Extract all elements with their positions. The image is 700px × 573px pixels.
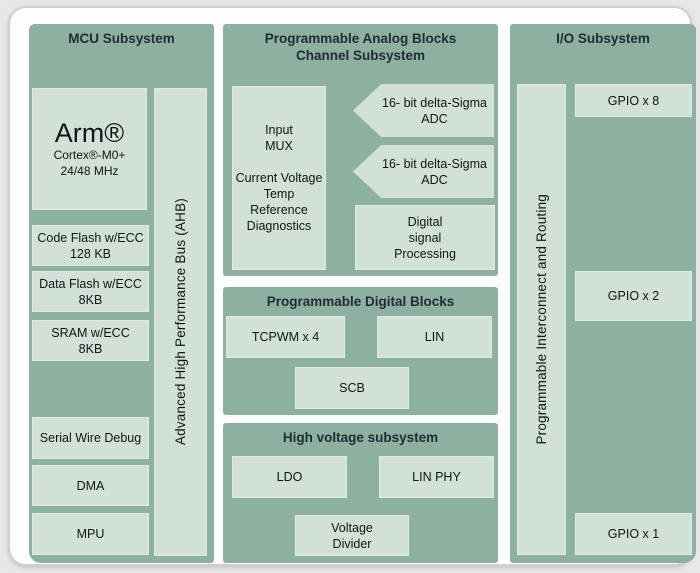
digital-signal-processing-block: Digital signal Processing <box>355 205 495 270</box>
mcu-subsystem-title: MCU Subsystem <box>68 31 175 46</box>
io-subsystem-title: I/O Subsystem <box>556 31 650 46</box>
delta-sigma-adc-arrow-1: 16- bit delta-Sigma ADC <box>353 84 494 137</box>
gpio-x2-block: GPIO x 2 <box>575 271 692 321</box>
scb-block: SCB <box>295 367 409 409</box>
interconnect-routing-bar: Programmable Interconnect and Routing <box>517 84 566 555</box>
gpio-x8-block: GPIO x 8 <box>575 84 692 117</box>
sram-block: SRAM w/ECC 8KB <box>32 320 149 361</box>
diagram-card: MCU Subsystem Arm® Cortex®-M0+ 24/48 MHz… <box>8 6 696 566</box>
input-mux-block: Input MUX Current Voltage Temp Reference… <box>232 86 326 270</box>
ahb-bus-bar: Advanced High Performance Bus (AHB) <box>154 88 207 556</box>
interconnect-routing-label: Programmable Interconnect and Routing <box>534 194 549 445</box>
arm-core-block: Arm® Cortex®-M0+ 24/48 MHz <box>32 88 147 210</box>
analog-channel-subsystem-title: Programmable Analog Blocks Channel Subsy… <box>264 31 457 63</box>
tcpwm-block: TCPWM x 4 <box>226 316 345 358</box>
arm-core-type: Cortex®-M0+ <box>53 148 126 163</box>
ldo-block: LDO <box>232 456 347 498</box>
voltage-divider-block: Voltage Divider <box>295 515 409 556</box>
delta-sigma-adc-arrow-2: 16- bit delta-Sigma ADC <box>353 145 494 198</box>
dma-block: DMA <box>32 465 149 506</box>
code-flash-block: Code Flash w/ECC 128 KB <box>32 225 149 266</box>
arm-core-frequency: 24/48 MHz <box>60 163 119 178</box>
data-flash-block: Data Flash w/ECC 8KB <box>32 271 149 312</box>
arm-core-name: Arm® <box>54 117 125 148</box>
serial-wire-debug-block: Serial Wire Debug <box>32 417 149 459</box>
lin-phy-block: LIN PHY <box>379 456 494 498</box>
lin-block: LIN <box>377 316 492 358</box>
ahb-bus-label: Advanced High Performance Bus (AHB) <box>173 198 188 446</box>
high-voltage-subsystem-title: High voltage subsystem <box>282 430 439 445</box>
digital-blocks-title: Programmable Digital Blocks <box>266 294 455 309</box>
gpio-x1-block: GPIO x 1 <box>575 513 692 555</box>
mpu-block: MPU <box>32 513 149 555</box>
